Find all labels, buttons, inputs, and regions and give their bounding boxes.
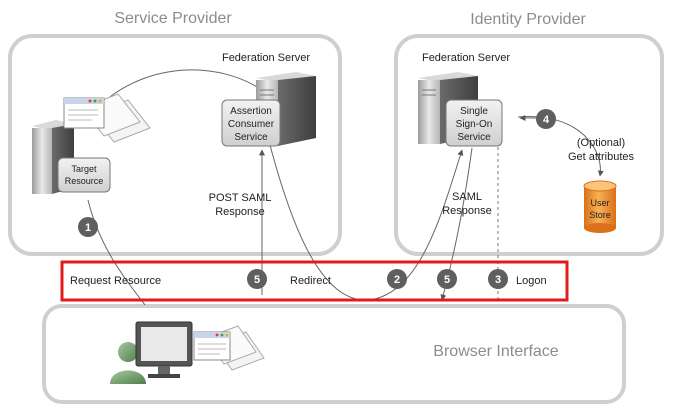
step-5-idp-badge: 5 (437, 269, 457, 289)
user-store-cylinder: User Store (583, 180, 617, 233)
request-resource-label: Request Resource (70, 275, 161, 287)
step-5-sp-badge: 5 (247, 269, 267, 289)
saml-response-label-line1: SAML (452, 191, 482, 203)
user-icon (110, 342, 146, 384)
svg-text:5: 5 (444, 274, 450, 286)
post-saml-label-line1: POST SAML (209, 192, 272, 204)
user-store-line1: User (590, 198, 609, 208)
step-3-badge: 3 (488, 269, 508, 289)
browser-documents-icon (193, 325, 265, 371)
sp-documents-icon (63, 93, 151, 143)
acs-label-line2: Consumer (228, 119, 275, 130)
user-store-line2: Store (589, 210, 611, 220)
monitor-icon (135, 321, 193, 378)
assertion-consumer-service-box: Assertion Consumer Service (221, 99, 281, 147)
step-1-badge: 1 (78, 217, 98, 237)
redirect-label: Redirect (290, 275, 331, 287)
get-attributes-label: Get attributes (568, 151, 635, 163)
sso-label-line2: Sign-On (456, 119, 493, 130)
step-4-badge: 4 (536, 109, 556, 129)
sp-server-arc (99, 69, 263, 106)
optional-label: (Optional) (577, 137, 625, 149)
service-provider-title: Service Provider (114, 10, 232, 27)
svg-text:4: 4 (543, 114, 550, 126)
saml-response-label-line2: Response (442, 205, 492, 217)
svg-text:2: 2 (394, 274, 400, 286)
logon-label: Logon (516, 275, 547, 287)
step-2-badge: 2 (387, 269, 407, 289)
svg-text:3: 3 (495, 274, 501, 286)
svg-text:5: 5 (254, 274, 260, 286)
target-resource-line2: Resource (65, 176, 104, 186)
svg-text:1: 1 (85, 222, 91, 234)
request-resource-line (87, 199, 146, 306)
acs-label-line3: Service (234, 132, 268, 143)
identity-provider-title: Identity Provider (470, 11, 586, 28)
sso-label-line3: Service (457, 132, 491, 143)
sso-label-line1: Single (460, 106, 488, 117)
single-sign-on-service-box: Single Sign-On Service (445, 99, 503, 147)
flow-highlight-box (60, 260, 569, 302)
sp-federation-server-label: Federation Server (222, 52, 310, 64)
target-resource-line1: Target (71, 164, 97, 174)
acs-label-line1: Assertion (230, 106, 272, 117)
post-saml-label-line2: Response (215, 206, 265, 218)
target-resource-box: Target Resource (57, 157, 111, 193)
browser-interface-title: Browser Interface (433, 343, 558, 360)
idp-federation-server-label: Federation Server (422, 52, 510, 64)
